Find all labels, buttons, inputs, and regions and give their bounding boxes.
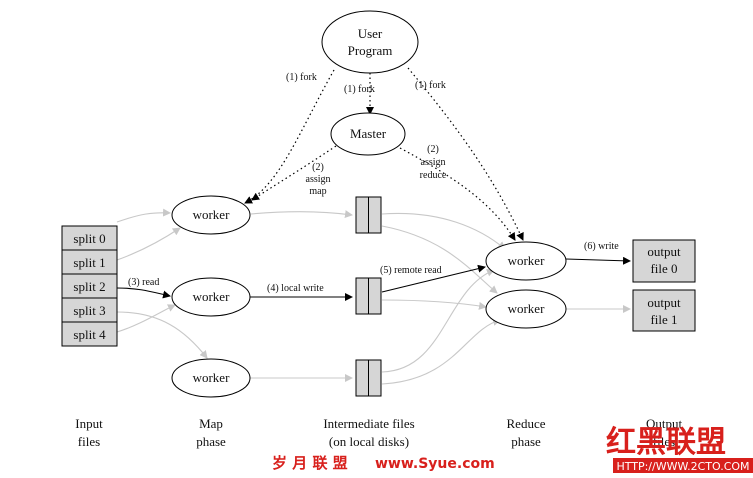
file3-to-reduce0-edge <box>381 268 495 373</box>
map-worker-3 <box>171 358 251 398</box>
output-write-edge <box>565 256 631 265</box>
file1-to-reduce1-edge <box>381 225 498 294</box>
intermediate-files <box>355 196 382 397</box>
watermark-right-logo: 红黑联盟 <box>606 425 726 460</box>
map-worker-1-label: worker <box>193 207 230 222</box>
fork-label-center: (1) fork <box>344 84 375 95</box>
input-phase-label-line1: Input <box>75 416 103 431</box>
file2-to-reduce1-edge <box>381 299 487 310</box>
map-worker-1 <box>171 195 251 235</box>
map-workers: worker worker worker <box>171 195 251 398</box>
assign-map-label-line1: (2) <box>312 162 324 173</box>
reduce-workers: worker worker <box>485 241 567 329</box>
split-3-label: split 3 <box>73 303 105 318</box>
file1-to-reduce0-edge <box>381 212 506 250</box>
local-write-label: (4) local write <box>267 283 324 294</box>
black-flow-edges <box>116 256 631 301</box>
map-worker-2-label: worker <box>193 289 230 304</box>
output-file-1-box <box>632 289 696 332</box>
write-label: (6) write <box>584 241 619 252</box>
user-program-node <box>321 10 419 74</box>
assign-reduce-label-line3: reduce <box>420 170 447 181</box>
output-file-0-label-line2: file 0 <box>650 261 677 276</box>
watermark-left: 岁 月 联 盟 www.Syue.com <box>272 454 495 472</box>
fork-to-map-worker-edge <box>244 69 335 204</box>
map-phase-label-line2: phase <box>196 434 226 449</box>
split2-read-edge <box>116 287 171 299</box>
master-label: Master <box>350 126 387 141</box>
file3-to-reduce1-edge <box>381 318 501 385</box>
worker1-to-file1-edge <box>250 210 353 219</box>
output-file-1-label-line1: output <box>647 295 681 310</box>
fork-label-left: (1) fork <box>286 72 317 83</box>
control-edges <box>244 67 524 241</box>
remote-read-label: (5) remote read <box>380 265 442 276</box>
fork-to-reduce-worker-edge <box>407 67 524 241</box>
input-phase-label-line2: files <box>78 434 100 449</box>
split0-to-worker1-edge <box>116 208 171 223</box>
split-0-label: split 0 <box>73 231 105 246</box>
reduce-worker-2 <box>485 289 567 329</box>
input-splits: split 0 split 1 split 2 split 3 split 4 <box>61 225 118 347</box>
assign-map-label-line3: map <box>309 186 326 197</box>
assign-reduce-label-line1: (2) <box>427 144 439 155</box>
assign-reduce-label-line2: assign <box>421 157 446 168</box>
master-node <box>330 112 406 156</box>
watermark-url-bar <box>613 458 753 473</box>
reduce-worker-2-label: worker <box>508 301 545 316</box>
split4-to-worker2-edge <box>116 304 176 333</box>
fork-label-right: (1) fork <box>415 80 446 91</box>
gray-flow-edges <box>116 208 631 385</box>
reduce-worker-1 <box>485 241 567 281</box>
remote-read-edge <box>381 264 486 293</box>
output-file-1-label-line2: file 1 <box>650 312 677 327</box>
user-program-label-line1: User <box>358 26 383 41</box>
assign-map-label-line2: assign <box>306 174 331 185</box>
watermark-right: 红黑联盟 HTTP://WWW.2CTO.COM <box>606 425 753 473</box>
map-worker-3-label: worker <box>193 370 230 385</box>
output-phase-label-line1: Output <box>646 416 683 431</box>
read-label: (3) read <box>128 277 159 288</box>
watermark-url-text: HTTP://WWW.2CTO.COM <box>616 460 749 473</box>
split-4-box <box>61 321 118 347</box>
output-phase-label-line2: files <box>653 434 675 449</box>
split3-to-worker3-edge <box>116 311 208 359</box>
output-file-0-box <box>632 239 696 283</box>
split-2-box <box>61 273 118 299</box>
watermark-site-text: www.Syue.com <box>375 456 495 472</box>
assign-reduce-edge <box>399 147 516 241</box>
split-2-label: split 2 <box>73 279 105 294</box>
watermark-left-text: 岁 月 联 盟 <box>272 454 348 472</box>
reduce-phase-label-line2: phase <box>511 434 541 449</box>
reduce-phase-label-line1: Reduce <box>507 416 546 431</box>
split1-to-worker1-edge <box>116 227 181 261</box>
map-phase-label-line1: Map <box>199 416 223 431</box>
split-1-label: split 1 <box>73 255 105 270</box>
intermediate-phase-label-line2: (on local disks) <box>329 434 409 449</box>
assign-map-edge <box>251 145 337 201</box>
split-4-label: split 4 <box>73 327 106 342</box>
map-worker-2 <box>171 277 251 317</box>
reduce-worker-1-label: worker <box>508 253 545 268</box>
split-3-box <box>61 297 118 323</box>
phase-labels: Input files Map phase Intermediate files… <box>75 416 682 449</box>
intermediate-phase-label-line1: Intermediate files <box>323 416 414 431</box>
output-files: output file 0 output file 1 <box>632 239 696 332</box>
output-file-0-label-line1: output <box>647 244 681 259</box>
user-program-label-line2: Program <box>348 43 393 58</box>
